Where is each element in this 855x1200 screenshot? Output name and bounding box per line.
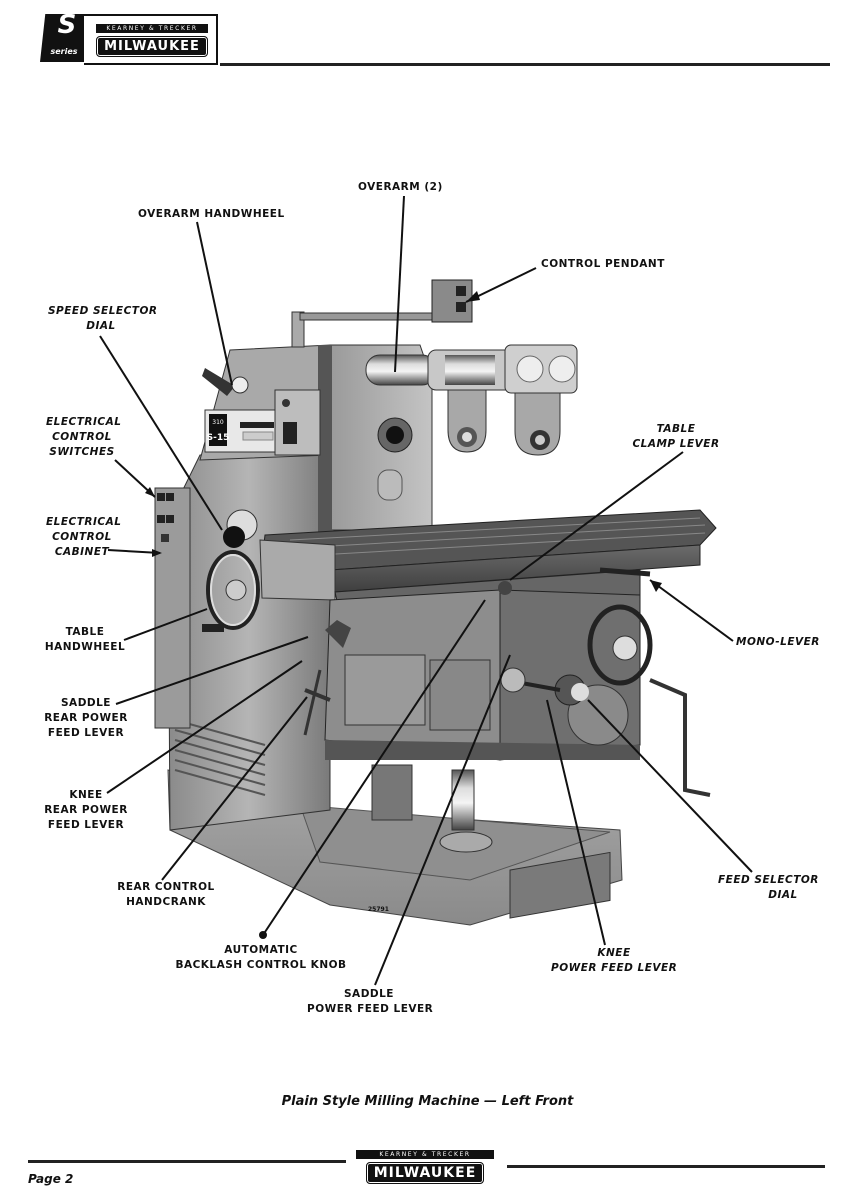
- footer-rule-right: [507, 1165, 825, 1168]
- footer-brand-main: MILWAUKEE: [365, 1162, 485, 1184]
- callout-line: SADDLE: [61, 697, 111, 709]
- machine-badge: S-15: [207, 433, 230, 443]
- arrowhead: [145, 487, 155, 497]
- callout-line: ELECTRICAL: [46, 516, 122, 528]
- leader-lines: [99, 195, 753, 986]
- callout-electrical-cabinet: ELECTRICAL CONTROL CABINET: [46, 515, 122, 560]
- leader-feed-selector: [587, 699, 753, 873]
- callout-table-handwheel: TABLE HANDWHEEL: [44, 625, 126, 655]
- callout-rear-handcrank: REAR CONTROL HANDCRANK: [116, 880, 216, 910]
- arrowhead: [466, 291, 480, 302]
- callout-line: AUTOMATIC: [224, 944, 298, 956]
- figure-caption: Plain Style Milling Machine — Left Front: [281, 1094, 574, 1109]
- leader-saddle-power: [374, 654, 511, 986]
- callout-line: KNEE: [597, 947, 631, 959]
- arrowhead: [650, 580, 662, 592]
- leader-overarm: [394, 195, 405, 373]
- leader-electrical-cabinet: [107, 549, 161, 554]
- feed-selector-dial: [554, 674, 589, 706]
- header-rule: [220, 63, 830, 66]
- callout-line: REAR CONTROL: [117, 881, 215, 893]
- series-word: series: [50, 47, 78, 56]
- backlash-knob-dot: [259, 931, 267, 939]
- callout-line: ELECTRICAL: [46, 416, 122, 428]
- arrowhead: [152, 549, 162, 557]
- callout-saddle-power-feed: SADDLE POWER FEED LEVER: [307, 987, 434, 1017]
- callout-overarm: OVERARM (2): [358, 181, 443, 193]
- footer-rule-left: [28, 1160, 346, 1163]
- callout-line: KNEE: [69, 789, 103, 801]
- speed-selector-dial: [223, 509, 258, 548]
- overarm-handwheel: [202, 368, 249, 396]
- leader-knee-power: [546, 699, 606, 946]
- leader-saddle-rear: [115, 636, 309, 705]
- control-pendant: [291, 279, 473, 348]
- machine-table: [259, 509, 717, 601]
- callout-speed-selector-dial: SPEED SELECTOR DIAL: [48, 304, 158, 334]
- leader-overarm-handwheel: [196, 221, 233, 386]
- callout-knee-rear-feed: KNEE REAR POWER FEED LEVER: [44, 788, 128, 833]
- leader-table-clamp: [509, 451, 684, 581]
- callout-line: POWER FEED LEVER: [307, 1003, 434, 1015]
- brand-top-text: KEARNEY & TRECKER: [96, 24, 208, 33]
- leader-mono-lever: [649, 579, 734, 642]
- photo-number: 25791: [368, 906, 389, 913]
- callout-line: HANDWHEEL: [44, 641, 126, 653]
- machine-badge-small: 310: [212, 419, 224, 426]
- leader-backlash: [262, 599, 486, 936]
- leader-rear-handcrank: [161, 696, 308, 881]
- series-letter: S: [57, 10, 77, 40]
- callout-mono-lever: MONO-LEVER: [736, 636, 820, 648]
- table-handwheel: [202, 550, 260, 632]
- callout-line: HANDCRANK: [126, 896, 206, 908]
- callout-line: CONTROL: [52, 431, 112, 443]
- callout-feed-selector-dial: FEED SELECTOR DIAL: [718, 873, 818, 903]
- leader-table-handwheel: [123, 608, 208, 641]
- callout-line: SADDLE: [344, 988, 394, 1000]
- callout-line: CONTROL: [52, 531, 112, 543]
- power-feed-levers: [303, 567, 651, 736]
- callout-line: SPEED SELECTOR: [48, 305, 158, 317]
- callout-control-pendant: CONTROL PENDANT: [541, 258, 665, 270]
- callout-electrical-switches: ELECTRICAL CONTROL SWITCHES: [46, 415, 122, 460]
- callout-line: FEED LEVER: [47, 727, 125, 739]
- callout-line: CLAMP LEVER: [632, 438, 720, 450]
- leader-speed-selector: [99, 335, 223, 531]
- page-number: Page 2: [28, 1172, 74, 1186]
- callout-line: DIAL: [768, 889, 798, 901]
- callout-saddle-rear-feed: SADDLE REAR POWER FEED LEVER: [44, 696, 128, 741]
- callout-knee-power-feed: KNEE POWER FEED LEVER: [551, 946, 677, 976]
- series-logo-block: [40, 14, 84, 62]
- callout-line: TABLE: [65, 626, 105, 638]
- callout-table-clamp-lever: TABLE CLAMP LEVER: [630, 422, 722, 452]
- brand-main-text: MILWAUKEE: [96, 36, 208, 57]
- callout-overarm-handwheel: OVERARM HANDWHEEL: [138, 208, 285, 220]
- callout-line: FEED SELECTOR: [718, 874, 819, 886]
- callout-line: REAR POWER: [44, 804, 128, 816]
- callout-line: FEED LEVER: [47, 819, 125, 831]
- callout-line: TABLE: [656, 423, 696, 435]
- callout-line: BACKLASH CONTROL KNOB: [175, 959, 347, 971]
- callout-line: SWITCHES: [49, 446, 115, 458]
- callout-line: REAR POWER: [44, 712, 128, 724]
- leader-knee-rear: [106, 660, 303, 794]
- footer-brand-top: KEARNEY & TRECKER: [356, 1150, 494, 1159]
- callout-backlash-knob: AUTOMATIC BACKLASH CONTROL KNOB: [173, 943, 349, 973]
- overarm: [365, 344, 578, 456]
- callout-line: DIAL: [86, 320, 116, 332]
- callout-line: POWER FEED LEVER: [551, 962, 678, 974]
- brand-logo-header: KEARNEY & TRECKER MILWAUKEE: [84, 14, 218, 65]
- callout-line: CABINET: [54, 546, 110, 558]
- brand-logo-footer: KEARNEY & TRECKER MILWAUKEE: [350, 1150, 500, 1184]
